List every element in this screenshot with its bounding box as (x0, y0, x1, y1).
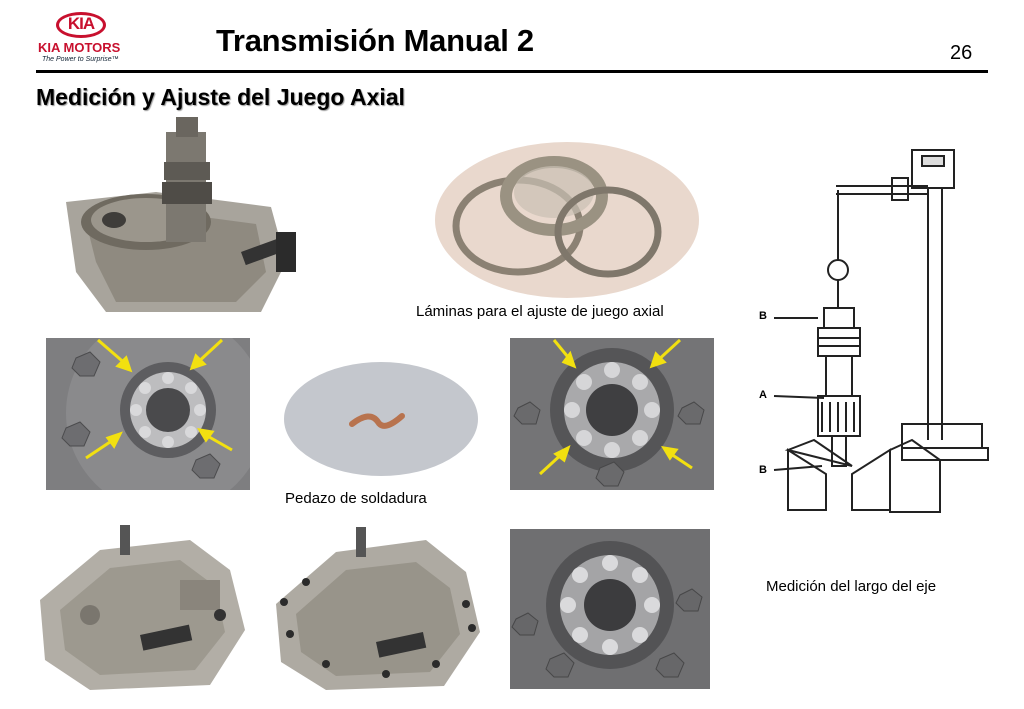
bearing-arrows-photo-left (46, 338, 250, 490)
solder-caption: Pedazo de soldadura (285, 490, 427, 507)
diagram-label-b-top: B (759, 310, 767, 322)
kia-logo: KIA KIA MOTORS The Power to Surprise™ (36, 12, 128, 72)
section-subtitle: Medición y Ajuste del Juego Axial (36, 84, 405, 110)
logo-brand: KIA (67, 14, 95, 33)
solder-piece-photo (282, 360, 480, 478)
logo-tagline: The Power to Surprise™ (42, 56, 119, 63)
shim-rings-photo (432, 140, 702, 300)
diagram-label-a: A (759, 389, 767, 401)
transmission-case-photo-1 (30, 520, 255, 695)
bearing-arrows-photo-right (510, 338, 714, 490)
transmission-gear-shaft-photo (36, 112, 298, 322)
page-number: 26 (950, 42, 973, 64)
transmission-case-photo-2 (266, 524, 488, 694)
diagram-label-b-bottom: B (759, 464, 767, 476)
header-divider (36, 70, 988, 73)
shaft-caption: Medición del largo del eje (766, 578, 937, 595)
page-title: Transmisión Manual 2 (216, 23, 534, 58)
shaft-measurement-diagram (752, 140, 997, 540)
logo-motors: KIA MOTORS (38, 40, 121, 55)
bearing-closeup-photo (510, 529, 710, 689)
shims-caption: Láminas para el ajuste de juego axial (416, 303, 664, 320)
logo-oval (56, 12, 106, 38)
